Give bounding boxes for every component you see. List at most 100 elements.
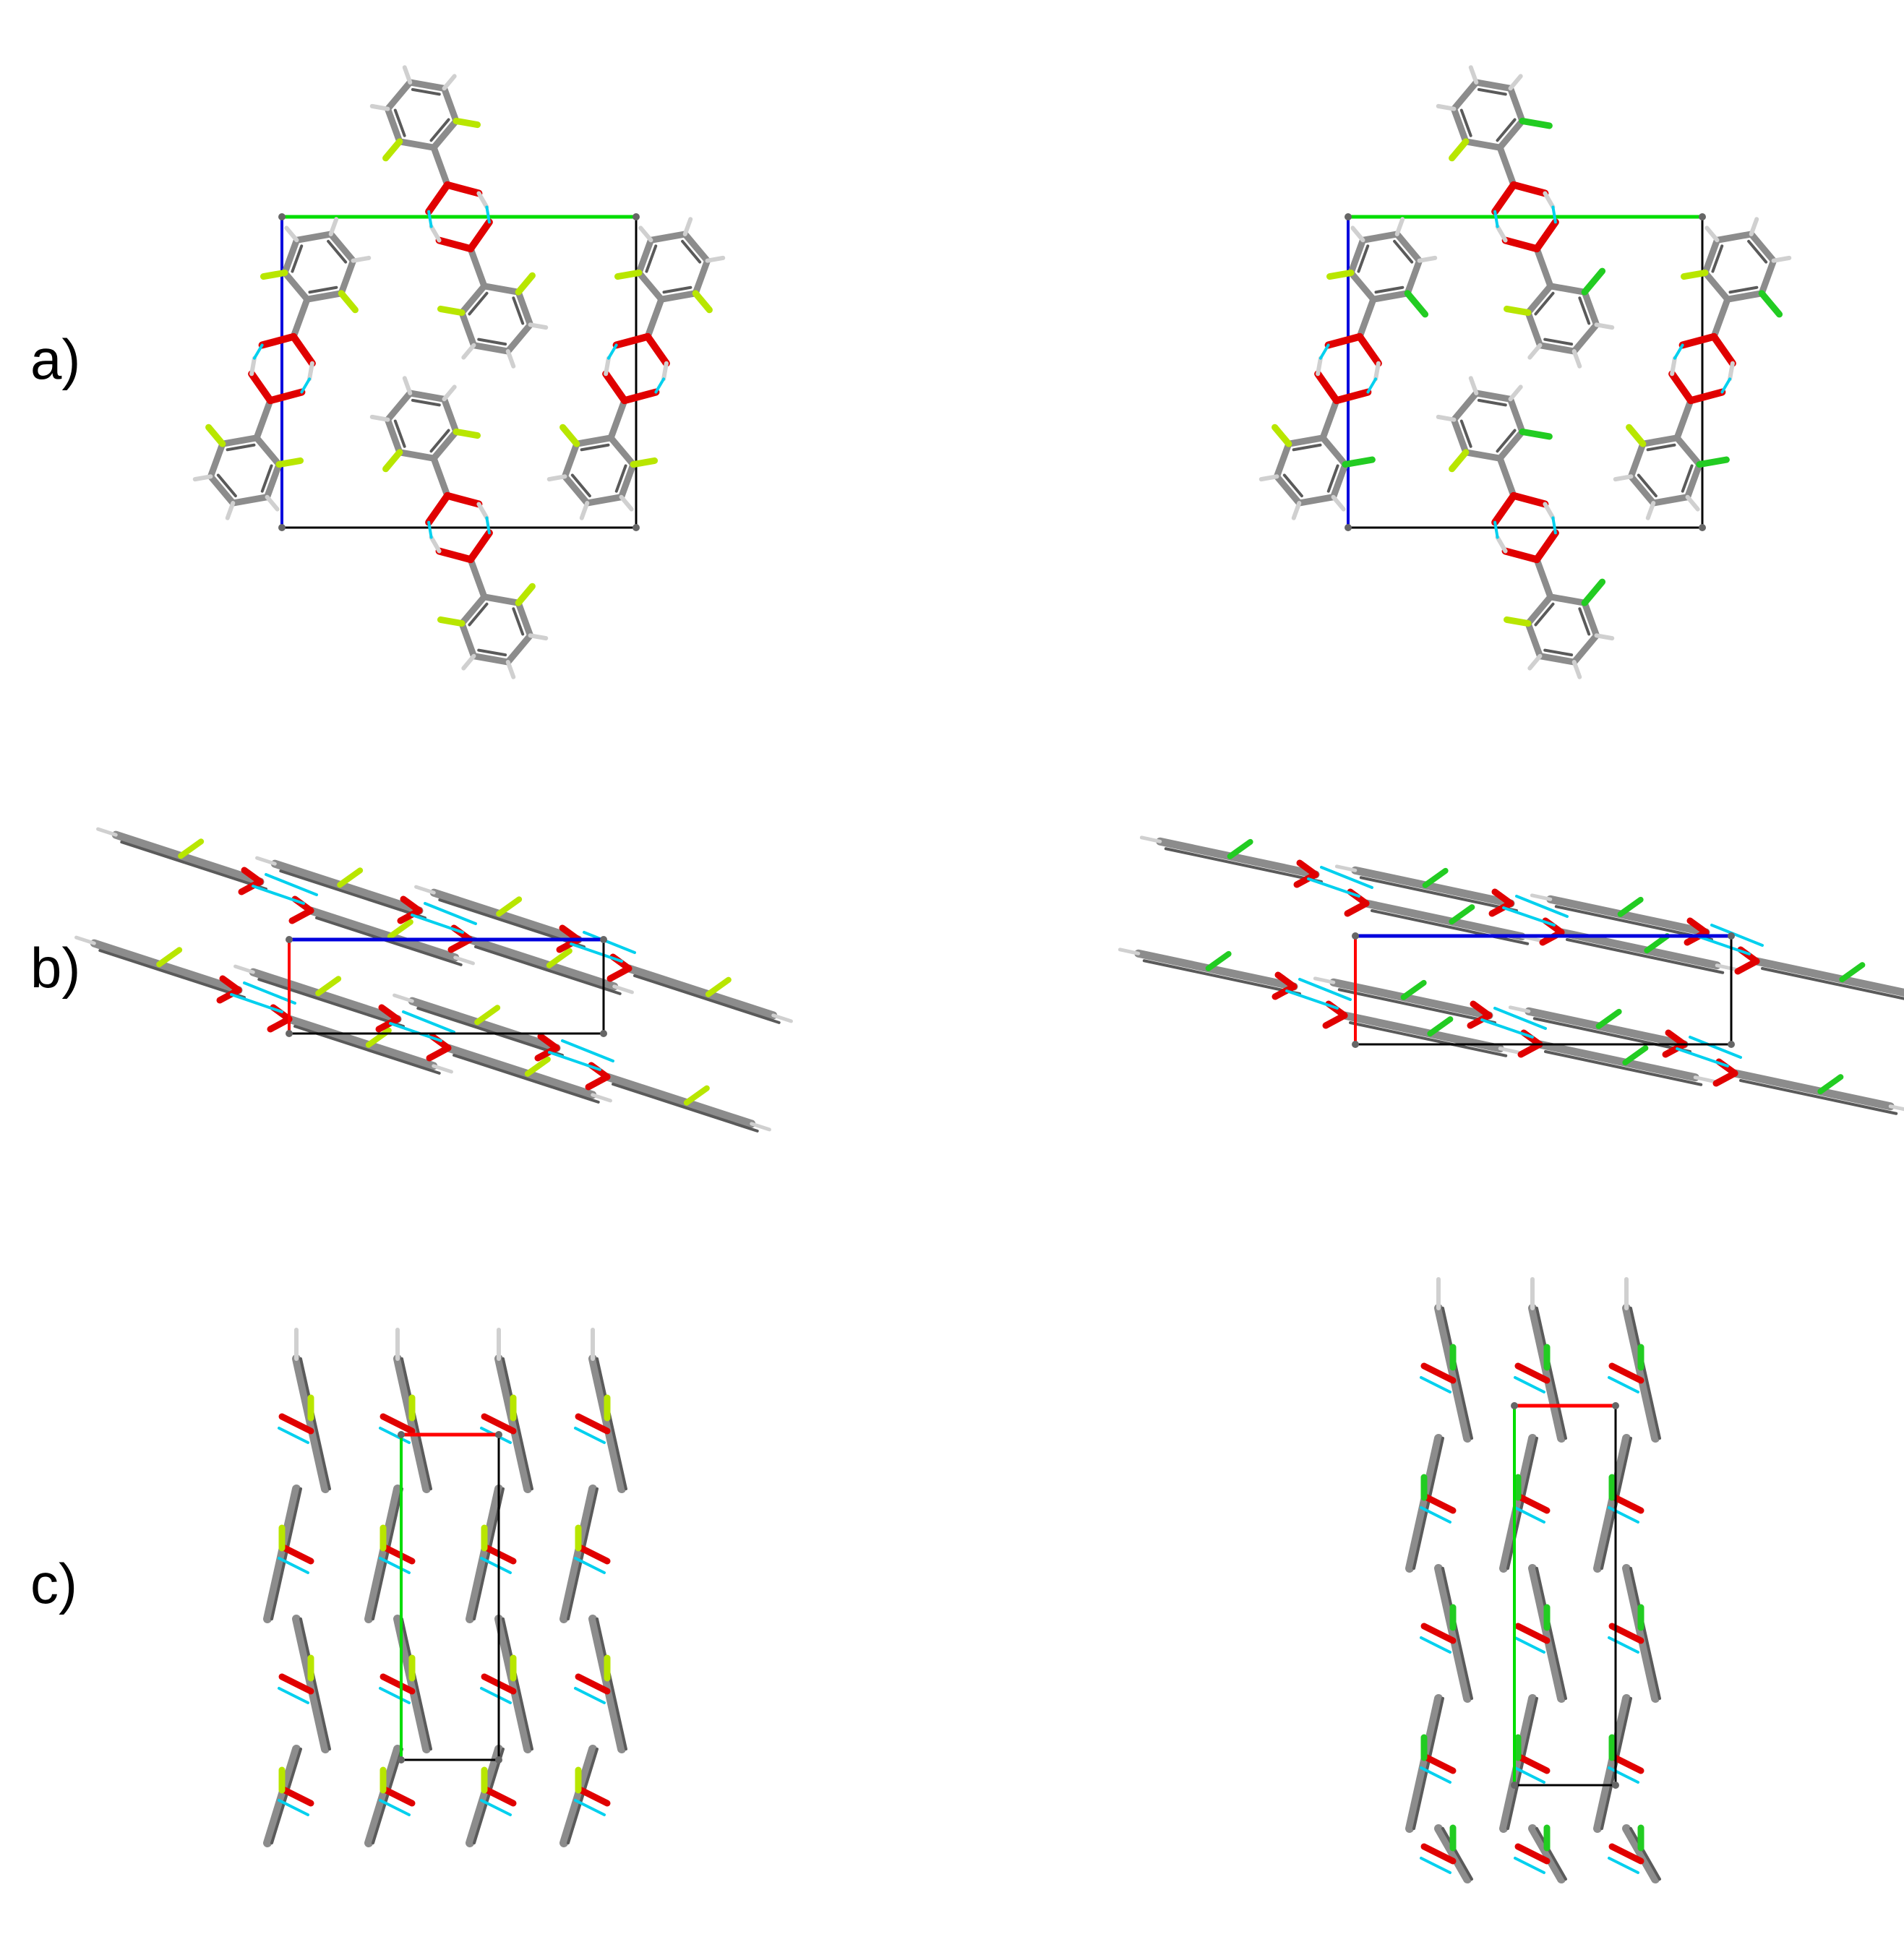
carbon-oxygen-bond: [1491, 491, 1517, 526]
ring-hydrogen: [393, 993, 414, 1003]
carbon-carbon-bond: [430, 428, 460, 462]
ring-hydrogen: [402, 376, 413, 395]
carbon-carbon-bond: [515, 599, 534, 639]
molecule-edge: [1499, 1434, 1537, 1573]
ring-hydrogen: [1436, 414, 1457, 422]
carbon-carbon-bond: [505, 632, 534, 666]
carboxyl-group: [1514, 1492, 1551, 1514]
carbon-carbon-bond: [384, 106, 403, 145]
molecule-edge: [416, 1007, 564, 1057]
hydrogen-bond: [583, 931, 636, 954]
molecule: [1495, 218, 1615, 369]
carbon-carbon-bond: [293, 231, 335, 244]
unit-cell-corner: [278, 213, 286, 220]
carboxyl-group: [1420, 1362, 1457, 1384]
fluorine-substituent: [275, 457, 304, 468]
aromatic-bond: [1357, 244, 1370, 273]
molecule: [369, 376, 489, 526]
carbon-oxygen-bond: [534, 1044, 560, 1062]
carbon-carbon-bond: [253, 434, 283, 468]
chlorine-substituent: [1400, 979, 1427, 1000]
ring-hydrogen: [328, 217, 339, 236]
molecule-edge: [1349, 1021, 1508, 1057]
molecule-edge: [567, 1748, 599, 1844]
fluorine-substituent: [437, 616, 466, 627]
carboxyl-group: [1420, 1623, 1457, 1644]
ring-hydrogen: [638, 225, 653, 243]
unit-cell-corner: [1699, 213, 1706, 220]
aromatic-bond: [216, 473, 237, 498]
unit-cell-corner: [1728, 1041, 1735, 1048]
ring-hydrogen: [1258, 474, 1279, 482]
aromatic-bond: [1282, 473, 1303, 498]
carbon-carbon-bond: [644, 296, 665, 340]
hydrogen-bond: [1493, 520, 1499, 539]
molecule: [429, 218, 549, 369]
ring-hydrogen: [1468, 376, 1479, 395]
carbon-carbon-bond: [1496, 428, 1526, 462]
molecule: [612, 217, 726, 382]
carbon-carbon-bond: [1295, 494, 1337, 507]
molecule-edge: [1412, 1697, 1444, 1830]
carbon-carbon-bond: [1673, 397, 1694, 442]
molecule-edge: [633, 974, 781, 1024]
aromatic-bond: [1747, 239, 1768, 264]
carbon-carbon-bond: [467, 245, 488, 290]
carbon-carbon-bond: [1507, 85, 1526, 124]
carbon-carbon-bond: [1450, 390, 1480, 424]
carbon-carbon-bond: [1571, 632, 1600, 666]
aromatic-bond: [1374, 285, 1405, 294]
carbon-carbon-bond: [396, 138, 437, 151]
carbon-oxygen-bond: [397, 907, 423, 924]
ring-hydrogen: [612, 984, 634, 994]
molecule-edge: [1535, 1307, 1567, 1440]
hydrogen-bond: [1480, 1018, 1534, 1039]
molecule-edge: [400, 1617, 432, 1750]
ring-hydrogen: [192, 474, 213, 482]
carboxyl-group: [278, 1785, 314, 1807]
hydrogen-bond: [278, 1687, 309, 1704]
carboxyl-group: [575, 1785, 611, 1807]
molecule-edge: [249, 968, 402, 1023]
ring-hydrogen: [1749, 217, 1759, 236]
carbon-carbon-bond: [1462, 138, 1504, 151]
hydrogen-bond: [548, 1051, 601, 1071]
panel-label-a: a): [30, 327, 81, 391]
carbon-carbon-bond: [441, 395, 460, 435]
carbon-carbon-bond: [281, 269, 311, 303]
molecule-edge: [494, 1615, 532, 1753]
carbon-carbon-bond: [458, 620, 477, 660]
carbon-carbon-bond: [281, 236, 300, 276]
ring-hydrogen: [1594, 322, 1615, 330]
carbon-carbon-bond: [1702, 269, 1731, 303]
hydrogen-bond: [278, 1799, 309, 1816]
fluorine-substituent: [1449, 449, 1470, 473]
molecule-edge: [98, 949, 246, 999]
unit-cell-corner: [495, 1431, 502, 1438]
molecule-edge: [603, 1073, 756, 1128]
molecule-edge: [1532, 1017, 1691, 1053]
molecule-edge: [567, 1487, 599, 1620]
chlorine-substituent: [1227, 838, 1253, 859]
aromatic-bond: [1477, 398, 1507, 407]
panel-label-b: b): [30, 936, 81, 1000]
chlorine-substituent: [1581, 578, 1606, 606]
carbon-carbon-bond: [1285, 434, 1326, 447]
molecule-edge: [1761, 967, 1904, 1000]
molecule-edge: [393, 1354, 431, 1493]
hydroxyl-hydrogen: [1670, 356, 1677, 377]
carbon-carbon-bond: [1394, 231, 1423, 265]
ring-hydrogen: [1508, 1005, 1531, 1013]
carbon-oxygen-bond: [238, 878, 264, 895]
ring-hydrogen: [1530, 893, 1553, 901]
aromatic-bond: [662, 285, 692, 294]
aromatic-bond: [512, 296, 525, 325]
aromatic-bond: [1637, 473, 1658, 498]
ring-hydrogen: [528, 322, 549, 330]
molecule-edge: [1351, 866, 1515, 908]
chlorine-substituent: [1758, 290, 1783, 318]
molecule-edge: [1337, 988, 1496, 1024]
molecule-edge: [559, 1485, 597, 1623]
ring-hydrogen: [225, 501, 236, 520]
molecule-edge: [1156, 837, 1320, 879]
